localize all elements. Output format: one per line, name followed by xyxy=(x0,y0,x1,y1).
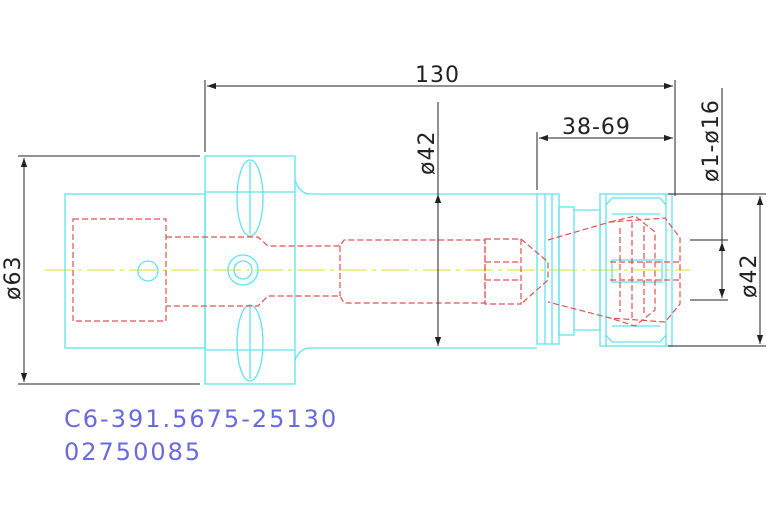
hidden-lines xyxy=(72,215,681,327)
center-hole-inner xyxy=(233,260,253,280)
tool-outline xyxy=(64,155,673,385)
dim-overall-length: 130 xyxy=(415,63,460,88)
dim-collet-range: ø1-ø16 xyxy=(699,99,724,182)
coupling-body xyxy=(64,193,206,349)
dim-range-length: 38-69 xyxy=(562,115,631,140)
dimension-lines xyxy=(18,80,766,385)
center-hole-outer xyxy=(227,254,259,286)
drive-slot-top xyxy=(236,159,264,237)
shank xyxy=(294,179,537,361)
drive-slot-bottom xyxy=(236,304,264,382)
dim-shank-diameter: ø42 xyxy=(415,131,440,175)
order-number: 02750085 xyxy=(64,438,203,466)
part-number: C6-391.5675-25130 xyxy=(64,405,339,433)
dim-nut-diameter: ø42 xyxy=(737,254,762,298)
collet-nut xyxy=(599,193,673,347)
dim-left-diameter: ø63 xyxy=(1,256,26,300)
flange xyxy=(204,155,296,385)
coupling-hole xyxy=(137,260,159,282)
